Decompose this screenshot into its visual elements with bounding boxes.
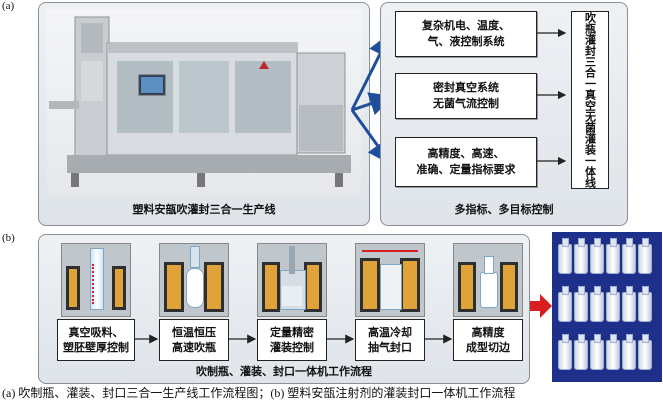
flow-panel: 真空吸料、 塑胚壁厚控制 恒温恒压 高速吹瓶 定量精密 灌装控制 高温冷却 抽气…	[38, 234, 530, 384]
part-a-label: (a)	[2, 0, 14, 12]
figure-caption: (a) 吹制瓶、灌装、封口三合一生产线工作流程图；(b) 塑料安瓿注射剂的灌装封…	[2, 384, 663, 401]
machine-illustration	[47, 9, 361, 195]
flow-caption: 吹制瓶、灌装、封口一体机工作流程	[39, 363, 529, 379]
summary-box: 吹瓶灌封三合一真空无菌灌装一体线	[571, 11, 609, 189]
feature-box-control: 复杂机电、温度、 气、液控制系统	[395, 11, 537, 57]
part-b-label: (b)	[2, 232, 15, 244]
ampoule-product-photo	[552, 232, 662, 382]
feature-box-vacuum: 密封真空系统 无菌气流控制	[395, 73, 537, 119]
red-arrow-icon	[530, 294, 552, 318]
feature-caption: 多指标、多目标控制	[381, 201, 627, 217]
step-arrows	[39, 235, 529, 383]
photo-panel: 塑料安瓿吹灌封三合一生产线	[38, 2, 370, 226]
production-line-photo	[47, 9, 361, 195]
feature-panel: 复杂机电、温度、 气、液控制系统 密封真空系统 无菌气流控制 高精度、高速、 准…	[380, 2, 628, 226]
photo-caption: 塑料安瓿吹灌封三合一生产线	[39, 201, 369, 217]
feature-arrows	[535, 3, 569, 203]
feature-box-precision: 高精度、高速、 准确、定量指标要求	[395, 137, 537, 187]
